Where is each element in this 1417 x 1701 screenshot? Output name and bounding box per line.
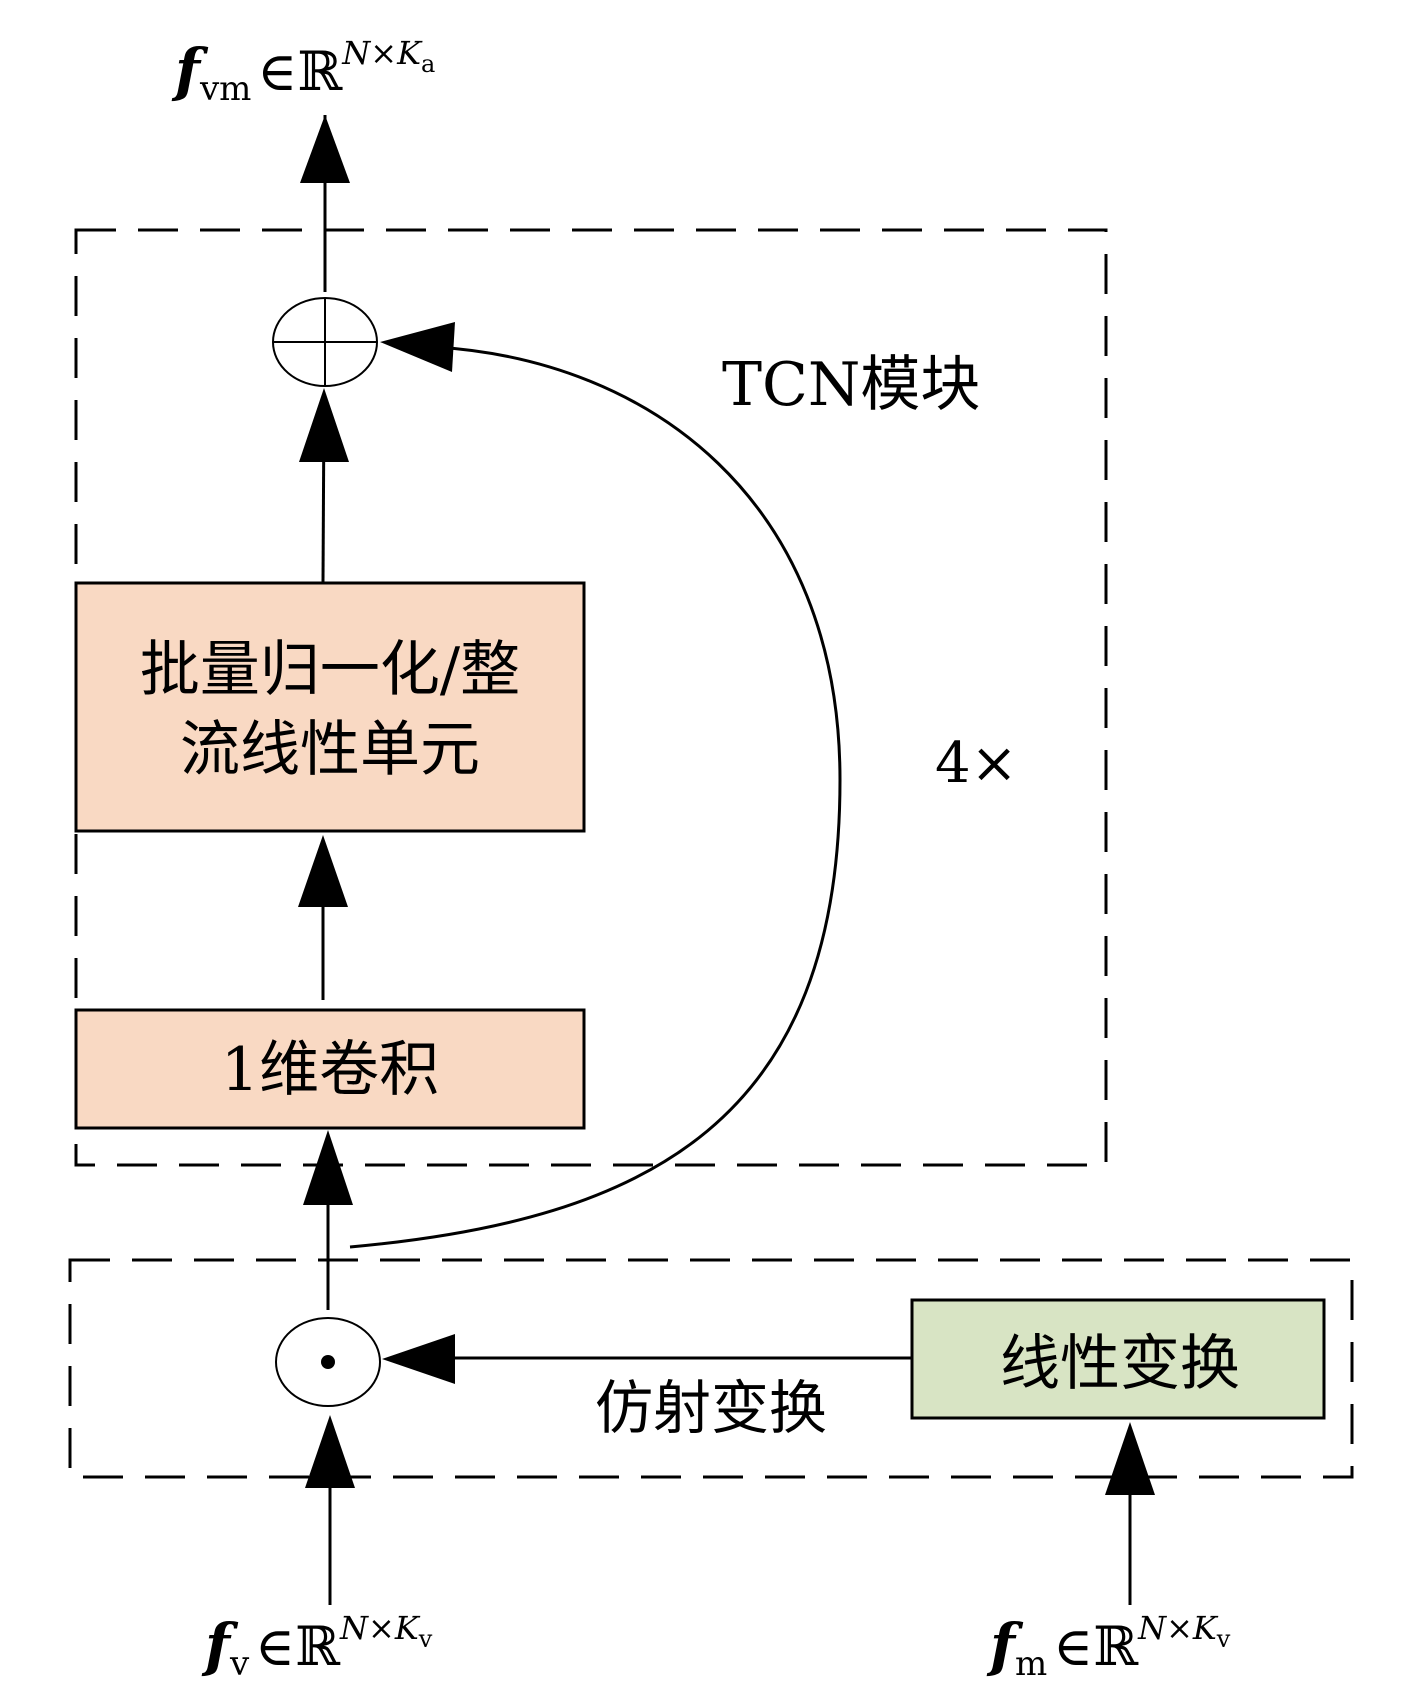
tcn-module-box — [74, 228, 1108, 1167]
input-m-arrowhead — [1105, 1422, 1155, 1495]
conv1d-label: 1维卷积 — [221, 1035, 439, 1105]
conv-to-bn-arrowhead — [298, 835, 348, 907]
bn-relu-box — [74, 581, 586, 833]
output-formula: fvm∈ℝN×Ka — [171, 34, 435, 109]
input-v-formula: fv∈ℝN×Kv — [201, 1609, 433, 1684]
mul-to-conv-arrowhead — [303, 1130, 353, 1205]
affine-transform-label: 仿射变换 — [595, 1374, 827, 1442]
residual-arrowhead — [380, 322, 455, 372]
tcn-module-label: TCN模块 — [722, 350, 980, 420]
repeat-label: 4× — [935, 731, 1018, 796]
bn-to-add-arrowhead — [299, 388, 349, 462]
bn-relu-label-line2: 流线性单元 — [180, 715, 480, 785]
input-v-arrowhead — [305, 1415, 355, 1488]
linear-transform-box — [910, 1298, 1326, 1420]
output-arrowhead — [300, 115, 350, 183]
bn-relu-label-line1: 批量归一化/整 — [140, 635, 520, 705]
conv1d-box — [74, 1008, 586, 1130]
linear-transform-label: 线性变换 — [1000, 1329, 1240, 1399]
affine-module-box — [68, 1258, 1354, 1479]
residual-curve — [349, 345, 842, 1249]
input-m-formula: fm∈ℝN×Kv — [986, 1609, 1231, 1684]
linear-to-mul-arrowhead — [382, 1334, 455, 1384]
mul-node-dot — [321, 1355, 335, 1369]
